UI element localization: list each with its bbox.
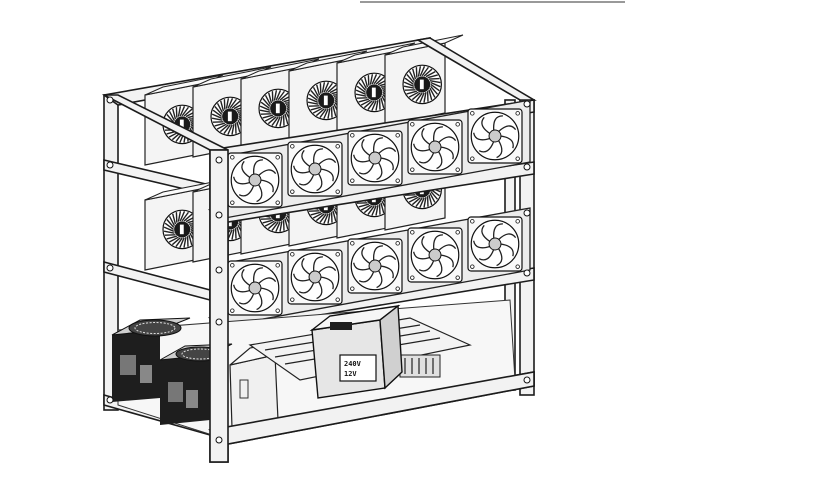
bolt-7 — [523, 163, 531, 171]
bolt-2 — [215, 211, 223, 219]
bolt-14 — [106, 396, 114, 404]
case-fan-upper-2-icon — [287, 141, 343, 197]
case-fan-panel-upper — [213, 99, 531, 221]
bolt-4 — [215, 318, 223, 326]
gpu-upper-2 — [192, 66, 272, 158]
bolt-1 — [215, 156, 223, 164]
case-fan-upper-1-icon — [227, 152, 283, 208]
bolt-11 — [106, 96, 114, 104]
gpu-upper-6 — [384, 34, 464, 126]
case-fan-lower-3-icon — [347, 238, 403, 294]
bolt-9 — [523, 269, 531, 277]
bolt-13 — [106, 264, 114, 272]
bolt-8 — [523, 209, 531, 217]
bolt-3 — [215, 266, 223, 274]
front-left-post-overlay — [209, 149, 229, 463]
bolt-12 — [106, 161, 114, 169]
case-fan-lower-1-icon — [227, 260, 283, 316]
case-fan-lower-4-icon — [407, 227, 463, 283]
gpu-upper-2-fan-icon — [210, 96, 251, 137]
gpu-upper-6-fan-icon — [402, 64, 443, 105]
bolt-6 — [523, 100, 531, 108]
psu-block: 240V 12V — [309, 304, 403, 399]
case-fan-upper-4-icon — [407, 119, 463, 175]
power-supply-left — [111, 317, 191, 402]
case-fan-panel-lower — [213, 207, 531, 329]
bolt-5 — [215, 436, 223, 444]
case-fan-lower-2-icon — [287, 249, 343, 305]
frame-bolts — [106, 96, 531, 444]
case-fan-upper-5-icon — [467, 108, 523, 164]
psu-label-voltage-out: 12V — [344, 370, 357, 378]
bolt-10 — [523, 376, 531, 384]
case-fan-lower-5-icon — [467, 216, 523, 272]
case-fan-upper-3-icon — [347, 130, 403, 186]
psu-label-voltage-in: 240V — [344, 360, 362, 368]
